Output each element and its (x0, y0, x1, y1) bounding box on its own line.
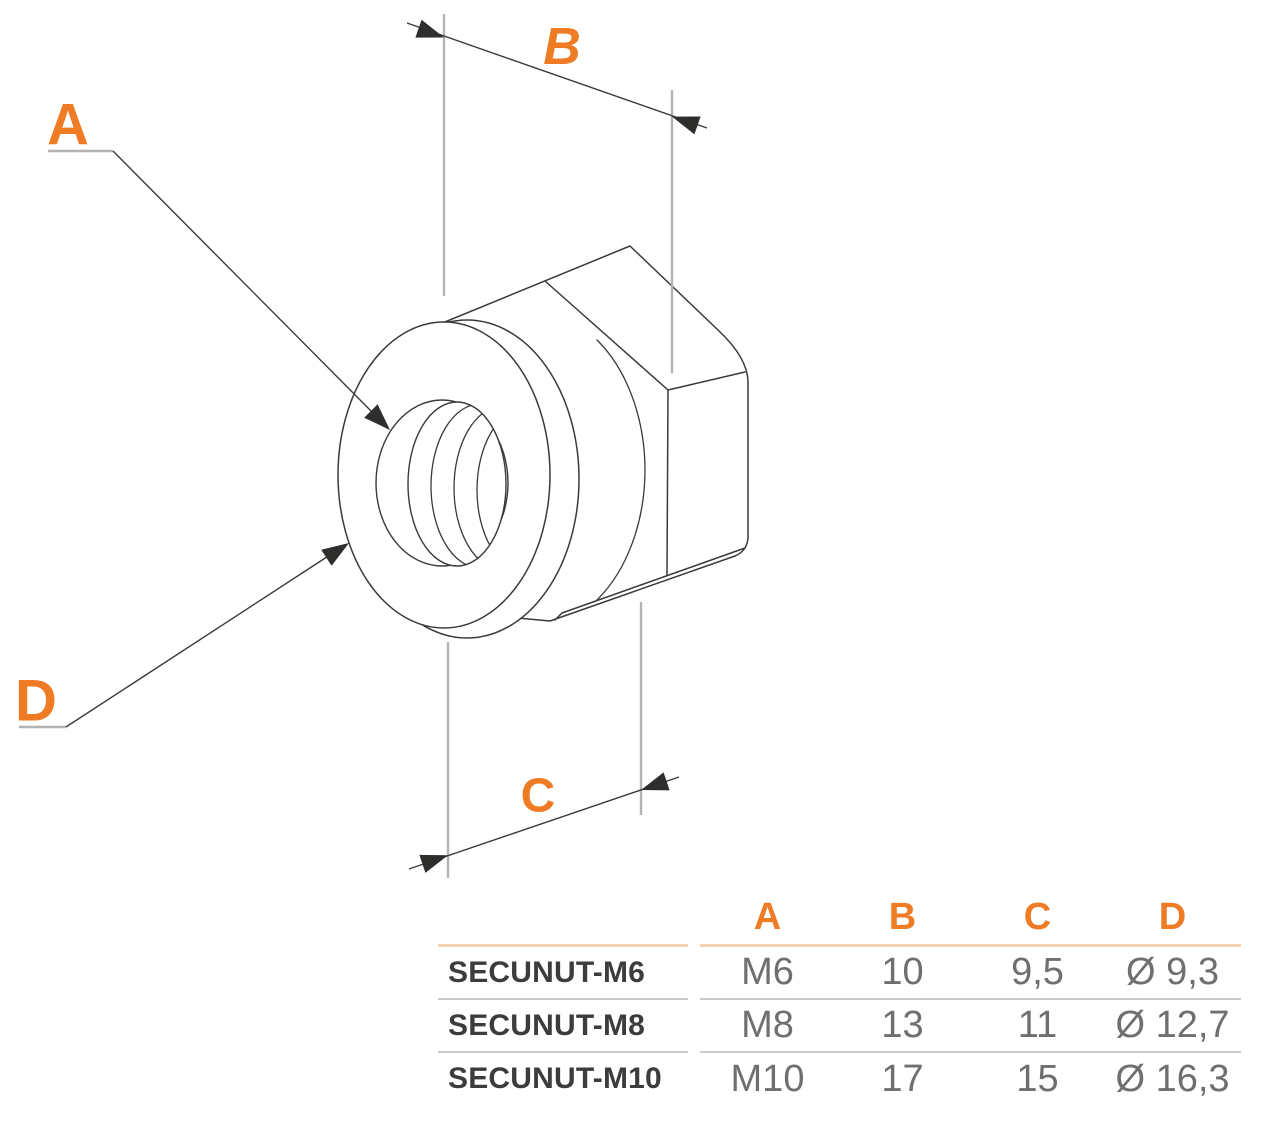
row-rule-1-right (700, 998, 1241, 1000)
row-label: SECUNUT-M8 (448, 1008, 646, 1042)
cell-c: 15 (1016, 1057, 1059, 1100)
leader-line-d (65, 550, 337, 728)
arrow-d (321, 543, 349, 566)
table-row: SECUNUT-M8 M8 13 11 Ø 12,7 (438, 999, 1241, 1052)
hex-chamfer-circle (596, 339, 646, 601)
dimension-lines (65, 22, 708, 870)
row-label: SECUNUT-M10 (448, 1062, 662, 1095)
cell-a: M8 (741, 1004, 794, 1046)
table-row: SECUNUT-M10 M10 17 15 Ø 16,3 (438, 1052, 1241, 1106)
arrowheads (321, 19, 701, 873)
column-header-d: D (1158, 895, 1187, 938)
extension-lines (19, 14, 674, 878)
cell-d: Ø 9,3 (1126, 951, 1219, 993)
arrow-c-left (419, 854, 448, 873)
cell-d: Ø 12,7 (1115, 1004, 1230, 1046)
hex-face-edges (544, 280, 746, 621)
spec-table-header-row: A B C D (438, 892, 1241, 942)
row-rule-2-left (438, 1051, 688, 1053)
flange (337, 319, 580, 639)
column-header-c: C (1023, 895, 1052, 938)
callout-letter-d: D (15, 669, 57, 734)
dim-line-c (408, 776, 680, 870)
cell-d: Ø 16,3 (1115, 1057, 1230, 1100)
dim-line-b (406, 22, 708, 129)
cell-b: 10 (881, 951, 924, 993)
arrow-b-left (415, 19, 444, 38)
row-rule-1-left (438, 998, 688, 1000)
cell-b: 13 (881, 1004, 924, 1046)
callout-letter-b: B (543, 18, 581, 76)
cell-c: 9,5 (1011, 951, 1064, 993)
callout-letter-a: A (47, 93, 89, 158)
arrow-c-right (641, 772, 670, 791)
column-header-a: A (753, 895, 782, 938)
cell-b: 17 (881, 1057, 924, 1100)
threaded-hole (407, 401, 507, 567)
cell-a: M6 (741, 951, 794, 993)
row-label: SECUNUT-M6 (448, 955, 646, 989)
header-rule-left (438, 944, 688, 947)
callout-letter-c: C (521, 770, 556, 823)
cell-a: M10 (730, 1057, 805, 1100)
leader-line-a (112, 150, 380, 420)
table-row: SECUNUT-M6 M6 10 9,5 Ø 9,3 (438, 946, 1241, 999)
row-rule-2-right (700, 1051, 1241, 1053)
column-header-b: B (888, 895, 917, 938)
arrow-a (364, 404, 390, 430)
arrow-b-right (672, 116, 701, 135)
cell-c: 11 (1017, 1004, 1058, 1046)
header-rule-right (700, 944, 1241, 947)
